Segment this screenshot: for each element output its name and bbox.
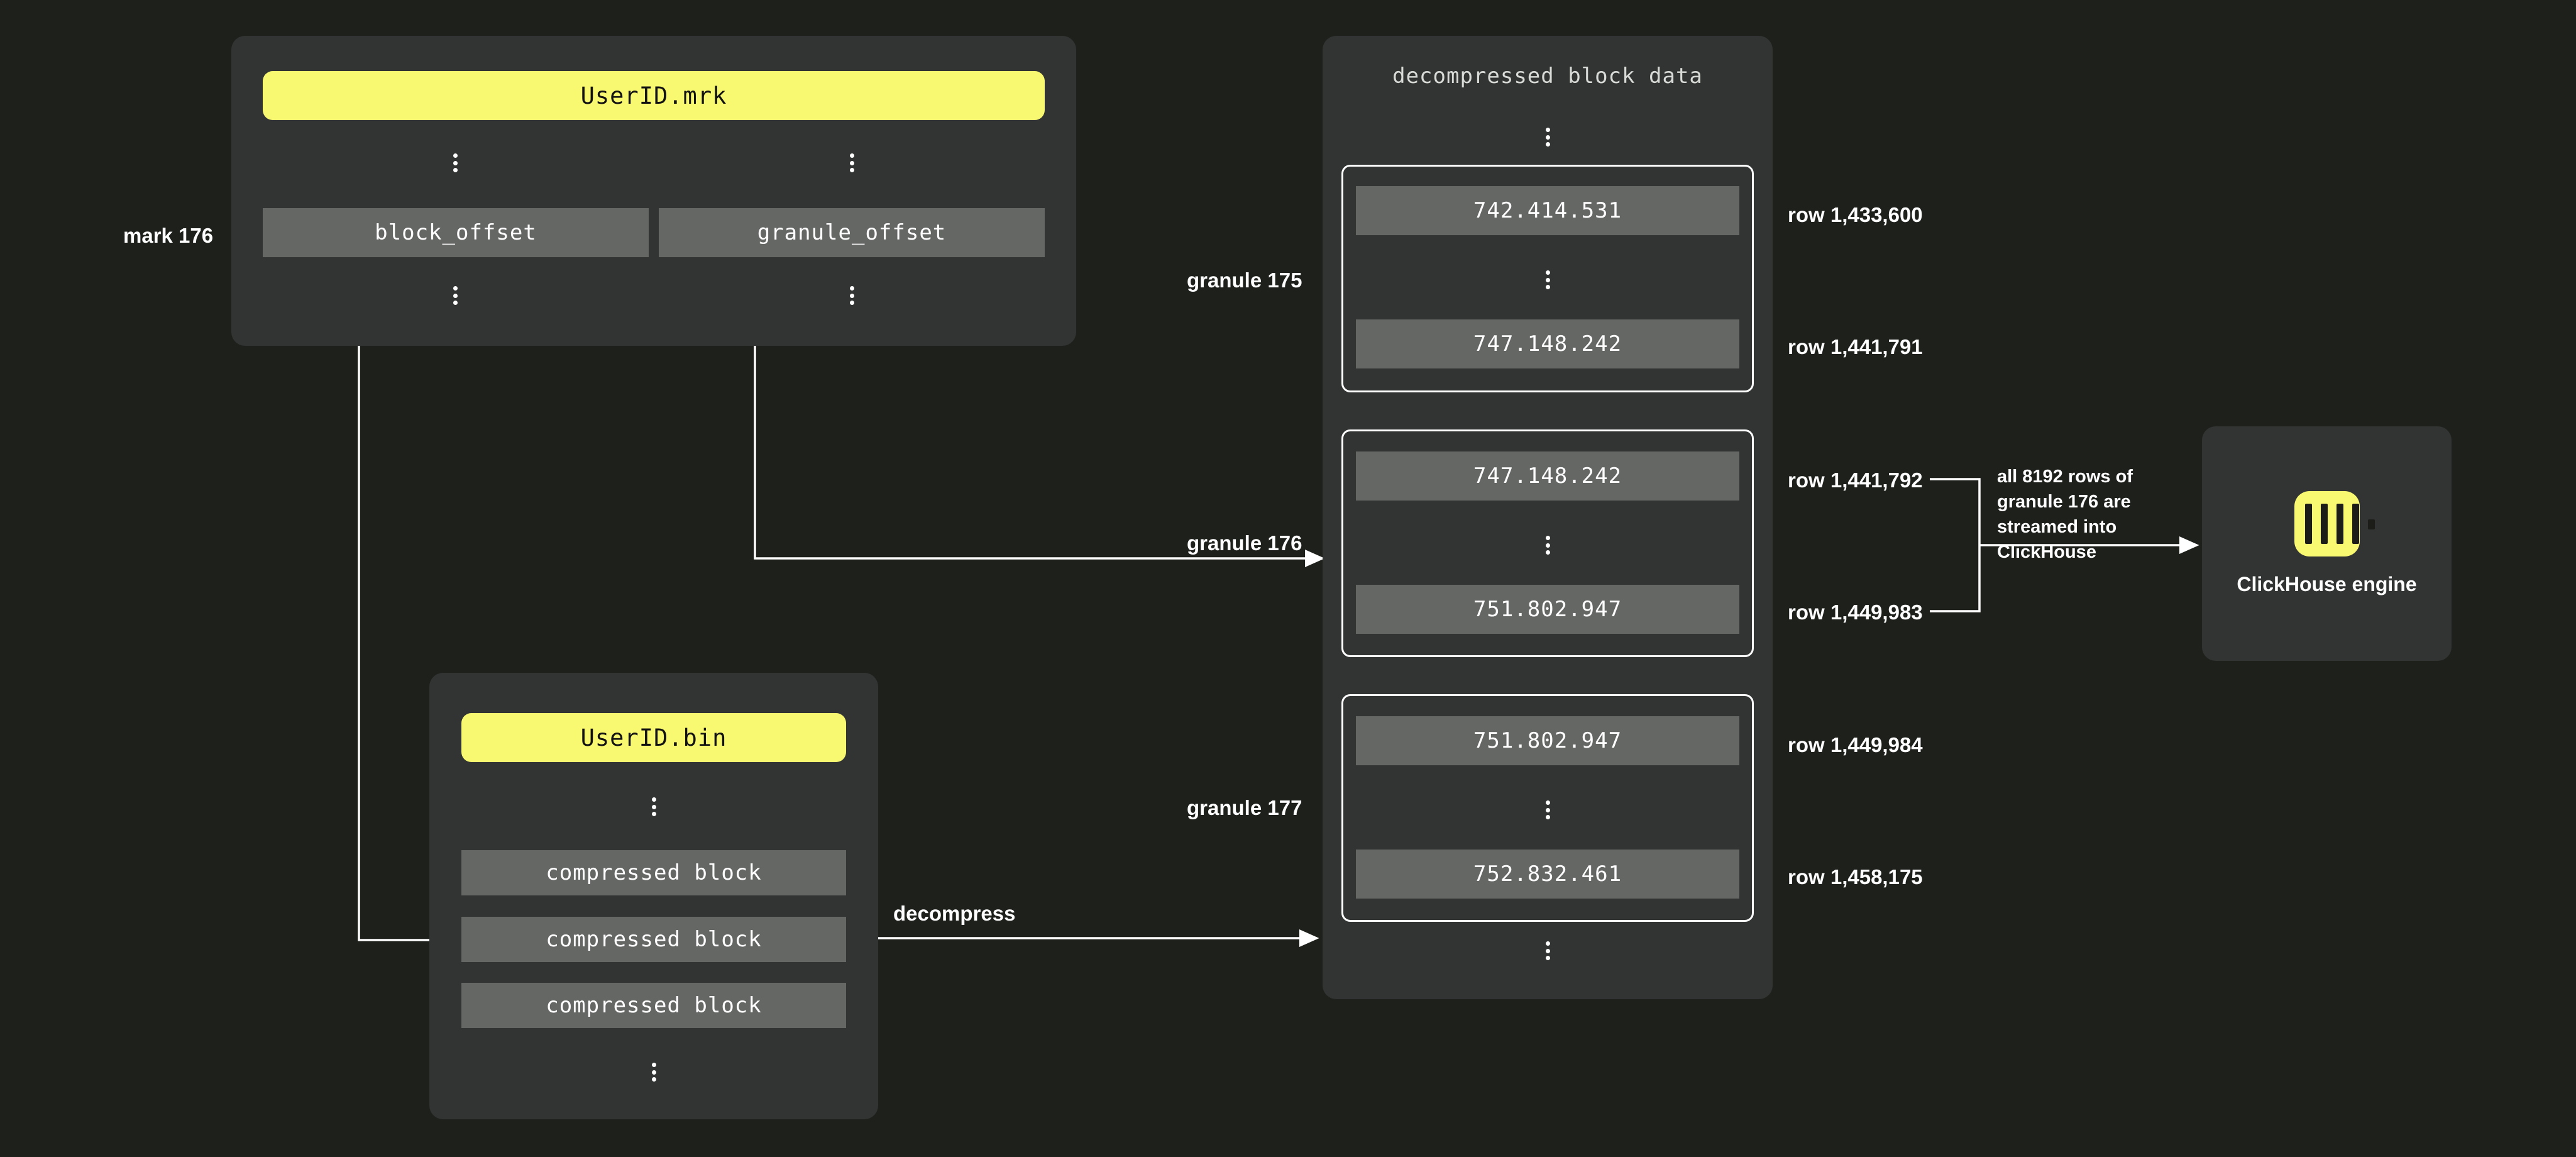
granule-176-label: granule 176 [1187,531,1302,555]
granule-176-ellipsis [1545,536,1550,555]
mrk-granule-offset-ellipsis-top [849,153,854,172]
granule-175-label: granule 175 [1187,268,1302,292]
dot [1545,948,1550,953]
clickhouse-logo-icon [2294,491,2375,556]
mrk-block-offset-ellipsis-top [453,153,458,172]
granule-175-first-row-label: row 1,433,600 [1788,203,1923,226]
userid-mrk-file-chip[interactable]: UserID.mrk [263,71,1045,120]
mrk-block-offset-ellipsis-bottom [453,286,458,305]
userid-bin-file-chip[interactable]: UserID.bin [461,713,846,762]
dot [849,293,854,298]
granule-175-last-row-label: row 1,441,791 [1788,335,1923,358]
bin-compressed-block-1[interactable]: compressed block [461,850,846,895]
granule-177-first-row-label: row 1,449,984 [1788,733,1923,756]
granule-176-first-row-label: row 1,441,792 [1788,468,1923,492]
granule-176-first-value[interactable]: 747.148.242 [1356,451,1739,501]
granule-177-last-value[interactable]: 752.832.461 [1356,850,1739,899]
dot [453,153,458,158]
clickhouse-engine-label: ClickHouse engine [2237,573,2417,595]
dot [651,812,656,816]
granule-176-last-value[interactable]: 751.802.947 [1356,585,1739,634]
logo-bar [2336,504,2343,544]
dot [1545,941,1550,946]
decompressed-block-data-title: decompressed block data [1392,64,1703,89]
bin-ellipsis-bottom [651,1063,656,1082]
logo-bar [2352,504,2359,544]
dot [453,301,458,305]
dot [453,286,458,291]
granule-176-box [1341,429,1754,657]
dot [453,168,458,172]
dot [651,804,656,809]
granule-177-ellipsis [1545,800,1550,819]
dot [1545,800,1550,805]
dot [1545,550,1550,555]
mrk-cell-granule-offset[interactable]: granule_offset [659,208,1045,257]
dot [1545,807,1550,812]
bin-compressed-block-2[interactable]: compressed block [461,917,846,962]
mark-176-label: mark 176 [123,224,214,247]
decompress-label: decompress [893,902,1016,925]
mrk-granule-offset-ellipsis-bottom [849,286,854,305]
logo-dash [2367,519,2375,529]
granule-177-last-row-label: row 1,458,175 [1788,865,1923,889]
dot [651,1070,656,1075]
dot [453,293,458,298]
dot [849,286,854,291]
granule-177-first-value[interactable]: 751.802.947 [1356,716,1739,765]
granule-175-ellipsis [1545,270,1550,289]
dot [849,301,854,305]
logo-bar [2304,504,2312,544]
dot [1545,536,1550,540]
dot [453,160,458,165]
wire-granule176-bracket [1930,478,1981,612]
decompressed-ellipsis-bottom [1545,941,1550,960]
dot [1545,142,1550,147]
granule-175-first-value[interactable]: 742.414.531 [1356,186,1739,235]
granule-175-last-value[interactable]: 747.148.242 [1356,319,1739,368]
granule-177-label: granule 177 [1187,796,1302,819]
stream-note: all 8192 rows of granule 176 are streame… [1997,467,2133,563]
dot [849,168,854,172]
dot [1545,128,1550,132]
dot [1545,815,1550,819]
dot [1545,543,1550,548]
bin-ellipsis-top [651,797,656,816]
mrk-cell-block-offset[interactable]: block_offset [263,208,649,257]
granule-175-box [1341,165,1754,392]
dot [651,797,656,802]
logo-bar [2320,504,2328,544]
clickhouse-engine-card[interactable]: ClickHouse engine [2202,426,2452,661]
dot [1545,135,1550,140]
bin-compressed-block-3[interactable]: compressed block [461,983,846,1028]
dot [849,153,854,158]
granule-176-last-row-label: row 1,449,983 [1788,601,1923,624]
dot [651,1063,656,1067]
dot [1545,277,1550,282]
dot [1545,285,1550,289]
dot [1545,270,1550,275]
decompressed-ellipsis-top [1545,128,1550,147]
dot [651,1077,656,1082]
dot [1545,956,1550,960]
granule-177-box [1341,694,1754,922]
dot [849,160,854,165]
